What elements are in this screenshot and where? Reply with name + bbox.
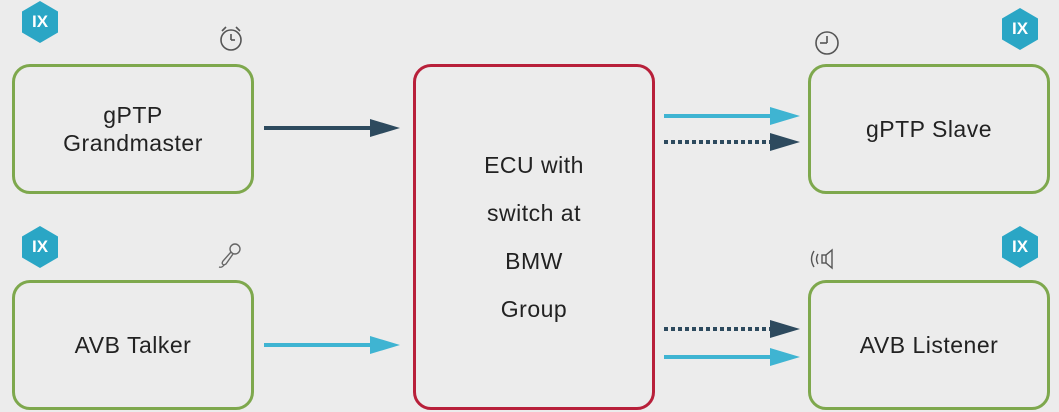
clock-icon: [815, 31, 839, 55]
ecu-line-3: BMW: [505, 248, 563, 274]
ix-badge-talker: IX: [20, 225, 60, 269]
speaker-icon: [810, 248, 833, 270]
ecu-line-4: Group: [500, 296, 568, 322]
arrow-talker-to-ecu: [264, 336, 400, 354]
ix-badge-slave: IX: [1000, 7, 1040, 51]
avb-listener-box: AVB Listener: [808, 280, 1050, 410]
arrow-ecu-to-listener-dotted: [664, 320, 800, 338]
ecu-line-2: switch at: [487, 200, 581, 226]
arrow-ecu-to-slave-dotted: [664, 133, 800, 151]
ecu-switch-box: ECU with switch at BMW Group: [413, 64, 655, 410]
arrow-ecu-to-listener-light: [664, 348, 800, 366]
gptp-slave-box: gPTP Slave: [808, 64, 1050, 194]
ix-badge-grandmaster: IX: [20, 0, 60, 44]
avb-talker-box: AVB Talker: [12, 280, 254, 410]
arrow-grandmaster-to-ecu: [264, 119, 400, 137]
ix-badge-listener: IX: [1000, 225, 1040, 269]
microphone-icon: [218, 243, 241, 268]
gptp-grandmaster-box: gPTP Grandmaster: [12, 64, 254, 194]
ecu-line-1: ECU with: [484, 152, 584, 178]
arrow-ecu-to-slave-light: [664, 107, 800, 125]
alarm-clock-icon: [220, 26, 242, 51]
